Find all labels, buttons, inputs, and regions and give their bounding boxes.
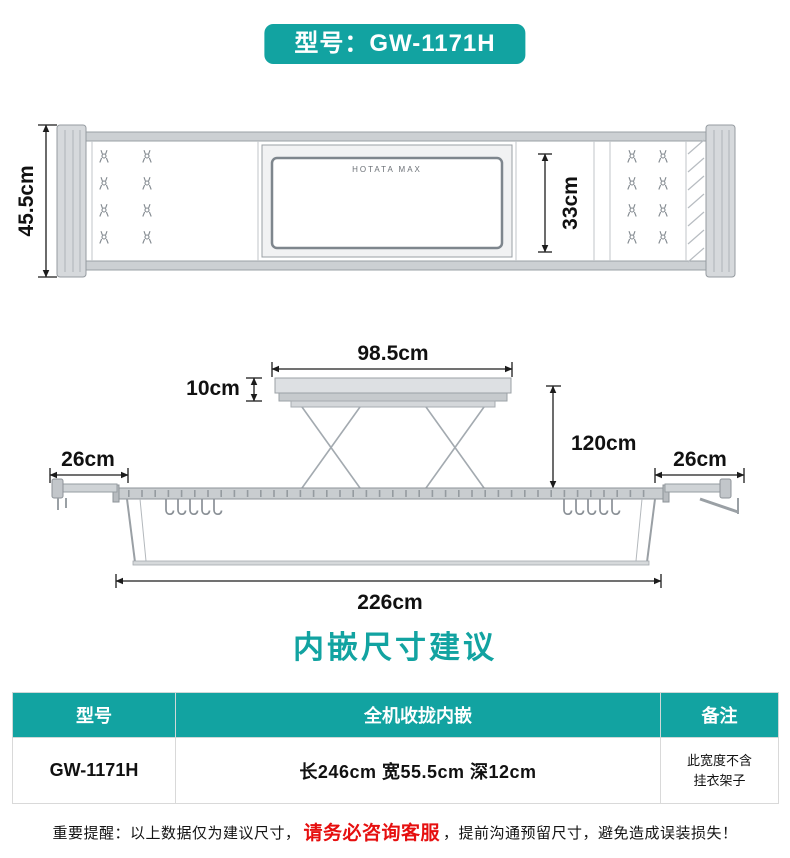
right-arm-label: 26cm [673, 448, 727, 471]
header-folded-size: 全机收拢内嵌 [175, 692, 661, 738]
drop-height-label: 120cm [571, 432, 636, 455]
dimension-host-height: 10cm [186, 377, 262, 402]
left-arm-label: 26cm [61, 448, 115, 471]
hanger-hooks [165, 498, 621, 516]
section-title: 内嵌尺寸建议 [293, 630, 497, 665]
dimension-inner-depth: 33cm [538, 153, 582, 253]
header-model: 型号 [12, 692, 176, 738]
drying-pole [112, 484, 670, 566]
cell-note: 此宽度不含 挂衣架子 [660, 737, 779, 804]
important-notice: 重要提醒：以上数据仅为建议尺寸，请务必咨询客服，提前沟通预留尺寸，避免造成误装损… [0, 818, 790, 845]
table-row: GW-1171H 长246cm 宽55.5cm 深12cm 此宽度不含 挂衣架子 [12, 737, 779, 804]
dimension-drop-height: 120cm [546, 385, 636, 489]
total-width-label: 226cm [357, 591, 422, 614]
lifting-wires [301, 406, 485, 489]
notice-emphasis: 请务必咨询客服 [303, 823, 440, 844]
host-height-label: 10cm [186, 377, 240, 400]
rack-frame-top-view [56, 124, 736, 278]
dimension-left-arm: 26cm [49, 448, 129, 483]
dimension-right-arm: 26cm [654, 448, 745, 483]
overall-depth-label: 45.5cm [15, 165, 38, 236]
notice-suffix: ，提前沟通预留尺寸，避免造成误装损失！ [443, 825, 738, 842]
spec-table: 型号 全机收拢内嵌 备注 GW-1171H 长246cm 宽55.5cm 深12… [12, 692, 779, 804]
model-badge: 型号：GW-1171H [264, 24, 526, 64]
table-header-row: 型号 全机收拢内嵌 备注 [12, 692, 779, 738]
brand-label: HOTATA MAX [352, 165, 422, 174]
host-machine-body: HOTATA MAX [261, 144, 513, 258]
notice-prefix: 重要提醒：以上数据仅为建议尺寸， [52, 825, 301, 842]
top-view-diagram: HOTATA MAX 33cm 45.5cm [15, 124, 736, 278]
host-unit [274, 377, 512, 408]
dimension-overall-depth: 45.5cm [15, 124, 57, 278]
front-view-diagram: 98.5cm 10cm 120cm [49, 342, 745, 614]
cell-size: 长246cm 宽55.5cm 深12cm [175, 737, 661, 804]
dimension-host-width: 98.5cm [271, 342, 513, 377]
host-width-label: 98.5cm [357, 342, 428, 365]
inner-depth-label: 33cm [559, 176, 582, 230]
header-remark: 备注 [660, 692, 779, 738]
cell-model: GW-1171H [12, 737, 176, 804]
left-side-arm [51, 478, 118, 510]
right-side-arm [664, 478, 739, 514]
dimension-total-width: 226cm [115, 574, 662, 614]
